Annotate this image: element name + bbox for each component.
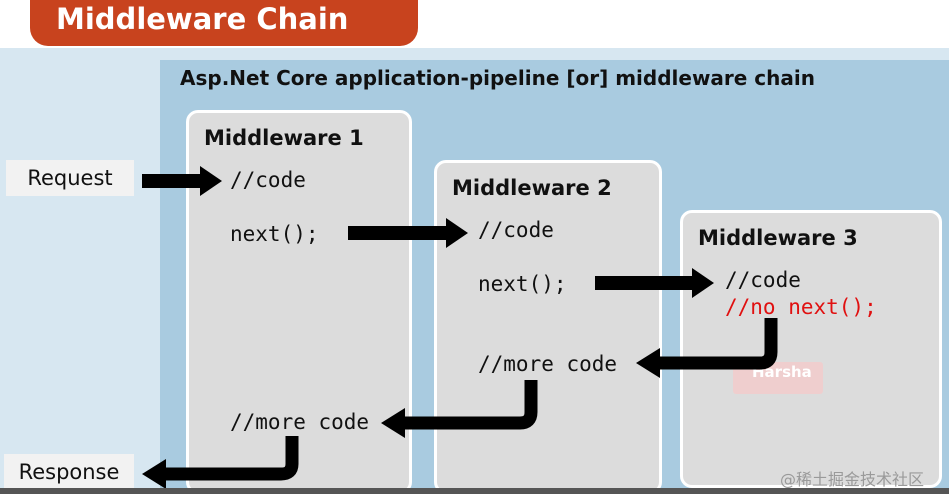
response-label: Response xyxy=(4,454,134,490)
middleware-1-title: Middleware 1 xyxy=(204,126,364,150)
watermark: @稀土掘金技术社区 xyxy=(780,470,925,489)
middleware-3-box xyxy=(680,210,942,488)
request-label: Request xyxy=(6,160,134,196)
middleware-1-code: //code xyxy=(230,168,306,192)
middleware-2-more-code: //more code xyxy=(478,352,618,376)
middleware-2-box xyxy=(434,160,662,494)
bottom-strip xyxy=(0,488,949,494)
middleware-3-title: Middleware 3 xyxy=(698,226,858,250)
pipeline-caption: Asp.Net Core application-pipeline [or] m… xyxy=(180,66,815,90)
middleware-3-no-next: //no next(); xyxy=(725,295,877,319)
harsha-logo-text: Harsha xyxy=(752,363,812,381)
page-title: Middleware Chain xyxy=(56,2,349,36)
middleware-2-title: Middleware 2 xyxy=(452,176,612,200)
middleware-2-code: //code xyxy=(478,218,554,242)
middleware-3-code: //code xyxy=(725,268,801,292)
title-tab xyxy=(30,0,418,46)
middleware-2-next: next(); xyxy=(478,272,567,296)
middleware-1-next: next(); xyxy=(230,222,319,246)
middleware-1-box xyxy=(186,110,412,494)
middleware-1-more-code: //more code xyxy=(230,410,370,434)
